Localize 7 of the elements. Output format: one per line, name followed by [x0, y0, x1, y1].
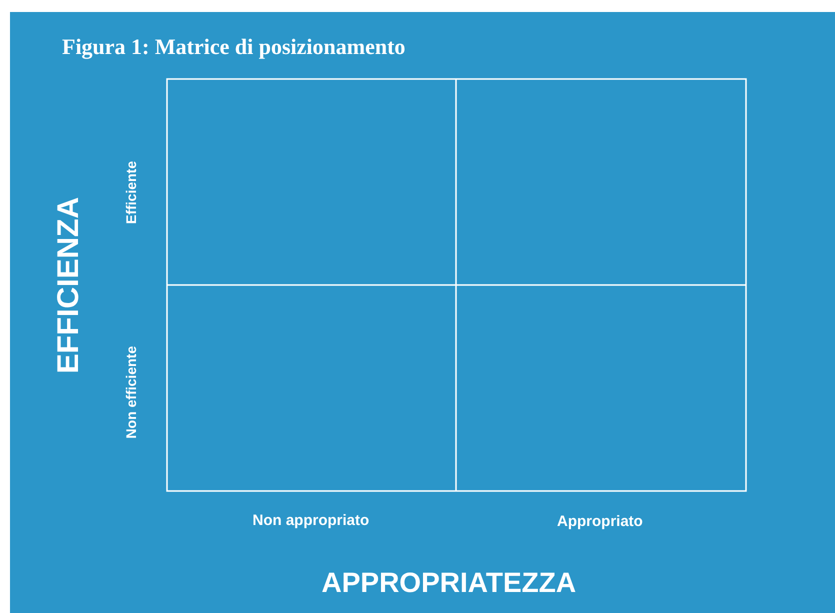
axis-category-label: Appropriato — [557, 512, 643, 530]
axis-title: EFFICIENZA — [52, 196, 86, 374]
figure-title: Figura 1: Matrice di posizionamento — [62, 34, 406, 60]
axis-category-label: Efficiente — [123, 160, 139, 224]
axis-category-label: Non appropriato — [252, 512, 370, 528]
axis-category-label: Non efficiente — [123, 346, 139, 438]
axis-title: APPROPRIATEZZA — [322, 567, 576, 599]
